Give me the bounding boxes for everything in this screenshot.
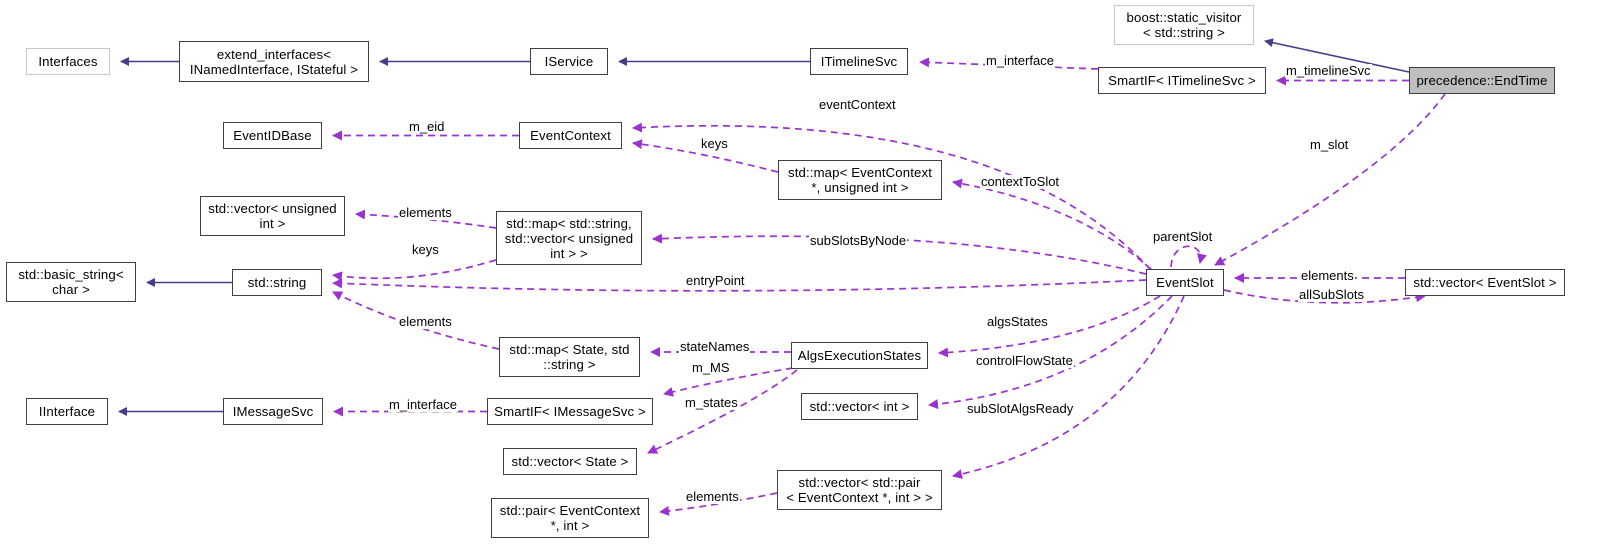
edge-label-entrypoint: entryPoint [685,273,746,288]
node-boost-static-visitor[interactable]: boost::static_visitor < std::string > [1114,5,1254,45]
node-iinterface[interactable]: IInterface [26,398,108,425]
edge-label-subslotalgsready: subSlotAlgsReady [966,401,1075,416]
node-std-string[interactable]: std::string [232,269,322,296]
edge-label-allsubslots: allSubSlots [1298,287,1366,302]
node-eventcontext[interactable]: EventContext [519,122,622,149]
edge-endtime-to-eventslot [1214,93,1446,266]
node-extend-interfaces[interactable]: extend_interfaces< INamedInterface, ISta… [179,41,369,82]
edge-label-elements-vector-eventslot: elements [1300,268,1355,283]
edge-label-m-eid: m_eid [408,119,446,134]
usage-edges [332,57,1446,516]
node-vector-eventslot[interactable]: std::vector< EventSlot > [1405,269,1565,296]
node-vector-state[interactable]: std::vector< State > [503,448,637,475]
edge-label-algsstates: algsStates [986,314,1049,329]
edge-eventslot-to-algsexec [938,295,1161,358]
node-interfaces[interactable]: Interfaces [26,48,110,75]
node-imessagesvc[interactable]: IMessageSvc [223,398,323,425]
edge-algsexec-to-vec-state [647,369,798,454]
node-vector-unsigned-int[interactable]: std::vector< unsigned int > [200,196,345,236]
edge-label-m-states: m_states [684,395,739,410]
node-map-string-vector-uint[interactable]: std::map< std::string, std::vector< unsi… [496,211,642,265]
node-vector-int[interactable]: std::vector< int > [801,393,918,420]
edge-label-parentslot: parentSlot [1152,229,1214,244]
node-eventslot[interactable]: EventSlot [1146,269,1224,296]
edge-label-elements-vector-uint: elements [398,205,453,220]
edge-map-str-vec-to-std-string [332,259,497,282]
node-smartif-itimelinesvc[interactable]: SmartIF< ITimelineSvc > [1098,67,1266,94]
node-precedence-endtime[interactable]: precedence::EndTime [1409,67,1555,94]
edge-label-contexttoslot: contextToSlot [980,174,1061,189]
node-map-eventcontext-uint[interactable]: std::map< EventContext *, unsigned int > [778,160,942,200]
edge-label-elements-pair: elements [685,489,740,504]
node-smartif-imessagesvc[interactable]: SmartIF< IMessageSvc > [487,398,653,425]
node-algsexecutionstates[interactable]: AlgsExecutionStates [791,342,928,369]
node-eventidbase[interactable]: EventIDBase [223,122,322,149]
node-vector-pair-eventcontext-int[interactable]: std::vector< std::pair < EventContext *,… [777,470,942,510]
edge-label-subslotsbynode: subSlotsByNode [809,233,908,248]
edge-label-keys-mid: keys [411,242,440,257]
edge-label-m-interface-top: m_interface [985,53,1055,68]
node-map-state-string[interactable]: std::map< State, std ::string > [499,337,640,377]
edge-eventslot-to-map-ctx-uint [952,178,1153,271]
edge-label-keys-top: keys [700,136,729,151]
edge-label-m-timelinesvc: m_timelineSvc [1285,63,1372,78]
edge-label-eventcontext: eventContext [818,97,897,112]
edge-label-elements-map-state: elements [398,314,453,329]
node-pair-eventcontext-int[interactable]: std::pair< EventContext *, int > [491,498,649,538]
edge-eventslot-to-vec-int [928,295,1173,410]
edge-label-controlflowstate: controlFlowState [975,353,1074,368]
edge-label-statenames: stateNames [679,339,751,354]
edge-eventslot-self-parentslot [1170,245,1207,268]
node-iservice[interactable]: IService [530,48,608,75]
edge-label-m-slot: m_slot [1309,137,1350,152]
node-basic-string-char[interactable]: std::basic_string< char > [6,262,136,302]
edge-label-m-interface-bottom: m_interface [388,397,458,412]
node-itimelinesvc[interactable]: ITimelineSvc [810,48,908,75]
edge-label-m-ms: m_MS [691,360,731,375]
